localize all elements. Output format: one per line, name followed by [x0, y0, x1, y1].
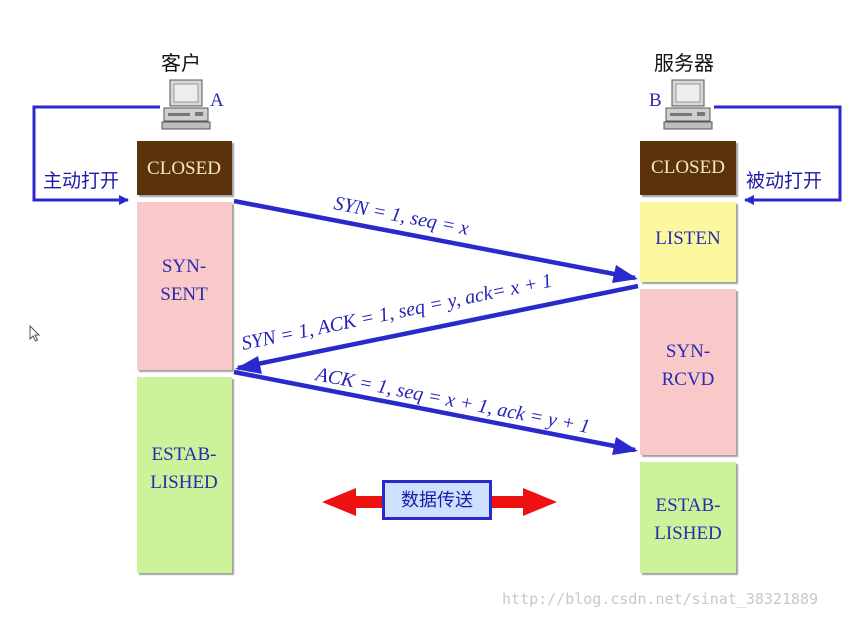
client-open-loop	[32, 105, 160, 205]
server-state-established-label: ESTAB-LISHED	[654, 495, 722, 544]
client-title: 客户	[161, 51, 201, 75]
message-3-arrow	[233, 369, 636, 453]
message-3-label: ACK = 1, seq = x + 1, ack = y + 1	[312, 363, 592, 438]
client-state-syn-sent-label: SYN-SENT	[160, 256, 208, 305]
client-open-label: 主动打开	[43, 170, 119, 192]
client-state-closed-label: CLOSED	[147, 158, 221, 179]
server-state-closed-label: CLOSED	[651, 157, 725, 178]
server-state-closed	[640, 141, 736, 195]
server-state-listen-label: LISTEN	[655, 228, 721, 249]
client-state-column: CLOSED SYN-SENT ESTAB-LISHED	[137, 141, 232, 573]
server-state-syn-rcvd-label: SYN-RCVD	[662, 341, 715, 390]
client-letter: A	[210, 90, 224, 111]
server-state-syn-rcvd	[640, 289, 736, 455]
server-state-listen	[640, 202, 736, 282]
watermark: http://blog.csdn.net/sinat_38321889	[502, 590, 818, 608]
message-1-arrowhead	[612, 265, 638, 283]
client-state-closed	[137, 141, 232, 195]
server-computer-icon	[663, 79, 713, 130]
server-title: 服务器	[654, 51, 714, 75]
server-open-loop	[714, 105, 842, 205]
data-transfer-label: 数据传送	[401, 490, 473, 511]
data-transfer-box	[382, 480, 492, 520]
client-state-established	[137, 377, 232, 573]
server-open-label: 被动打开	[746, 170, 822, 192]
client-state-established-label: ESTAB-LISHED	[150, 444, 218, 493]
server-state-column: CLOSED LISTEN SYN-RCVD ESTAB-LISHED	[640, 141, 736, 573]
client-computer-icon	[161, 79, 211, 130]
message-3-arrowhead	[612, 437, 638, 455]
message-1-arrow	[233, 198, 636, 281]
message-2-arrow	[237, 283, 639, 371]
mouse-cursor-icon	[29, 324, 41, 342]
server-letter: B	[649, 90, 662, 111]
client-state-syn-sent	[137, 202, 232, 370]
message-2-arrowhead	[235, 356, 262, 374]
server-state-established	[640, 462, 736, 573]
